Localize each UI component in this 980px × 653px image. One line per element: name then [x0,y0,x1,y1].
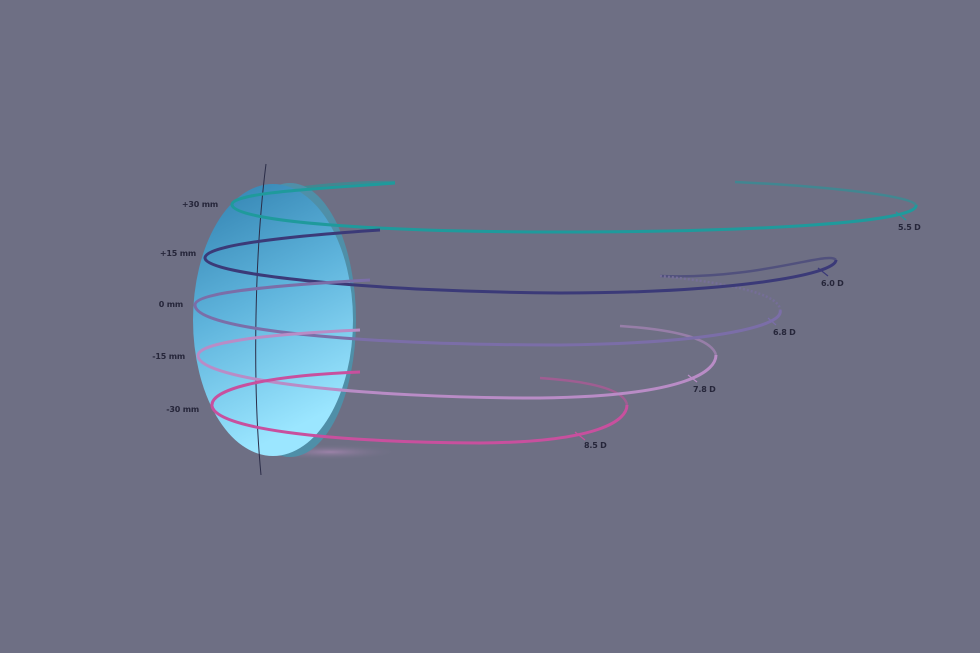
ring-7-8D [196,328,718,400]
height-label: +30 mm [181,200,218,209]
ring-6-8D [193,278,782,347]
power-label: 6.0 D [821,279,844,288]
power-label: 5.5 D [898,223,921,232]
height-label: +15 mm [159,249,196,258]
vertical-axis [255,163,267,476]
power-label: 7.8 D [693,385,716,394]
power-label: 6.8 D [773,328,796,337]
height-label: 0 mm [158,300,183,309]
ring-8-5D [210,370,629,445]
ring-6-0D [203,228,838,295]
height-label: -15 mm [152,352,185,361]
ring-5-5D [230,181,918,234]
height-label: -30 mm [166,405,199,414]
power-label: 8.5 D [584,441,607,450]
